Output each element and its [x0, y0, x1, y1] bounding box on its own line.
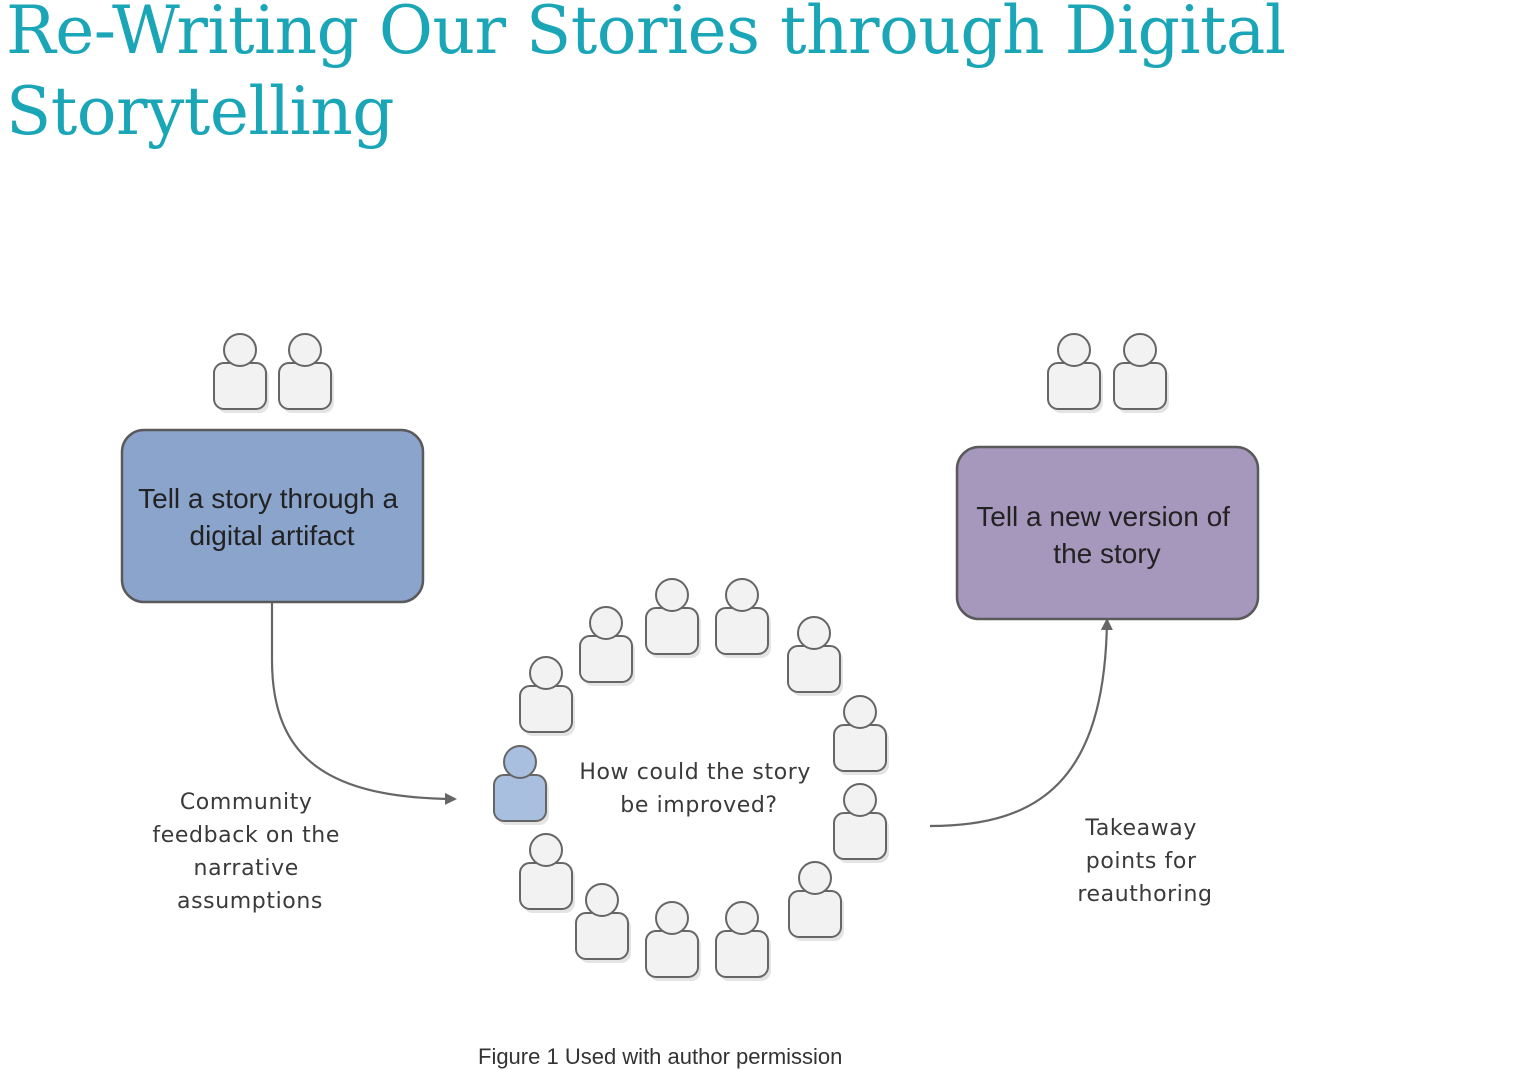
person-icon-head: [655, 578, 689, 612]
new-version-box-label: Tell a new version of the story: [976, 501, 1237, 569]
person-icon: [213, 333, 269, 413]
new-version-box-shape: [955, 445, 1260, 621]
takeaway-label: Takeaway points for reauthoring: [1077, 816, 1212, 907]
person-icon-body: [833, 724, 887, 772]
person-icon-head: [725, 578, 759, 612]
person-icon: [645, 578, 701, 658]
person-icon-body: [575, 912, 629, 960]
person-icon: [1113, 333, 1169, 413]
person-icon: [715, 901, 771, 981]
feedback-label-line-3: narrative: [194, 856, 299, 881]
person-icon-head: [843, 783, 877, 817]
new-version-box: Tell a new version of the story: [955, 445, 1260, 621]
person-icon: [787, 616, 843, 696]
takeaway-label-line-3: reauthoring: [1077, 882, 1212, 907]
person-icon-head: [1123, 333, 1157, 367]
person-icon-body: [1113, 362, 1167, 410]
takeaway-label-line-2: points for: [1086, 849, 1197, 874]
person-icon-body: [645, 607, 699, 655]
person-icon: [575, 883, 631, 963]
person-icon: [833, 783, 889, 863]
person-icon-body: [493, 774, 547, 822]
feedback-label-line-1: Community: [180, 790, 313, 815]
feedback-connector-arrow: [270, 602, 457, 805]
people-group: [213, 333, 1169, 981]
person-icon-head: [503, 745, 537, 779]
person-icon-body: [715, 607, 769, 655]
person-icon-body: [833, 812, 887, 860]
takeaway-connector-arrow: [929, 618, 1113, 828]
person-icon-body: [579, 635, 633, 683]
person-icon-head: [1057, 333, 1091, 367]
person-icon: [519, 833, 575, 913]
person-icon-body: [1047, 362, 1101, 410]
person-icon-head: [585, 883, 619, 917]
person-icon-head: [589, 606, 623, 640]
person-icon: [833, 695, 889, 775]
new-version-box-label-line-2: the story: [1053, 538, 1160, 569]
question-label-line-1: How could the story: [579, 760, 811, 785]
page-title: Re-Writing Our Stories through Digital S…: [6, 0, 1486, 152]
person-icon-head: [529, 833, 563, 867]
person-icon-body: [788, 890, 842, 938]
person-icon-head: [223, 333, 257, 367]
person-icon: [645, 901, 701, 981]
question-label-line-2: be improved?: [620, 793, 777, 818]
person-icon: [519, 656, 575, 736]
person-icon-head: [529, 656, 563, 690]
feedback-label-line-2: feedback on the: [152, 823, 340, 848]
page-title-line-2: Storytelling: [6, 73, 394, 150]
person-icon: [1047, 333, 1103, 413]
takeaway-label-line-1: Takeaway: [1084, 816, 1197, 841]
person-icon-head: [843, 695, 877, 729]
story-box: Tell a story through a digital artifact: [120, 428, 425, 604]
person-icon-body: [519, 862, 573, 910]
person-icon-head: [798, 861, 832, 895]
new-version-box-label-line-1: Tell a new version of: [976, 501, 1230, 532]
person-icon-head: [288, 333, 322, 367]
person-icon: [579, 606, 635, 686]
story-box-label-line-2: digital artifact: [190, 520, 355, 551]
person-icon-body: [787, 645, 841, 693]
person-icon: [715, 578, 771, 658]
person-icon-body: [715, 930, 769, 978]
person-icon: [493, 745, 549, 825]
story-box-label-line-1: Tell a story through a: [138, 483, 398, 514]
story-box-label: Tell a story through a digital artifact: [138, 483, 406, 551]
figure-caption: Figure 1 Used with author permission: [478, 1044, 843, 1069]
person-icon-body: [213, 362, 267, 410]
person-icon-head: [655, 901, 689, 935]
page-title-line-1: Re-Writing Our Stories through Digital: [6, 0, 1286, 69]
person-icon-head: [725, 901, 759, 935]
feedback-label: Community feedback on the narrative assu…: [152, 790, 347, 914]
feedback-label-line-4: assumptions: [177, 889, 323, 914]
person-icon-body: [278, 362, 332, 410]
person-icon-head: [797, 616, 831, 650]
person-icon: [278, 333, 334, 413]
person-icon-body: [519, 685, 573, 733]
person-icon-body: [645, 930, 699, 978]
question-label: How could the story be improved?: [579, 760, 818, 818]
person-icon: [788, 861, 844, 941]
story-box-shape: [120, 428, 425, 604]
